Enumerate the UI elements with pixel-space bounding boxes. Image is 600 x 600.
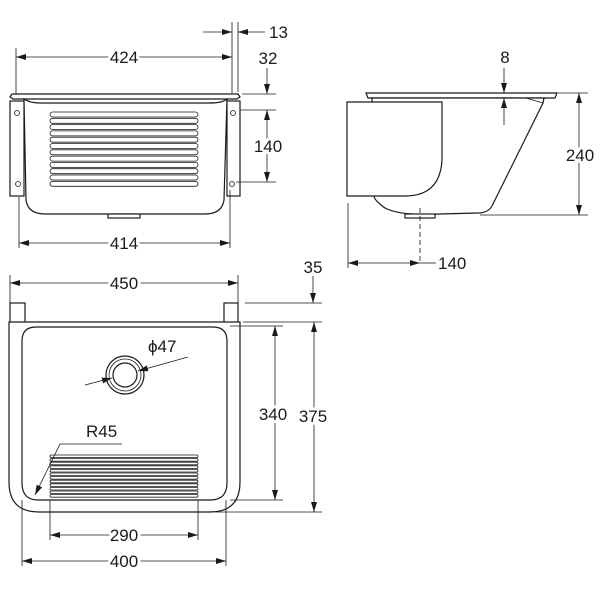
keyhole-icons <box>14 110 236 187</box>
wall-block <box>346 101 443 197</box>
dim-140-side: 140 <box>438 254 466 273</box>
grill-slot <box>49 483 199 487</box>
dim-400: 400 <box>110 552 138 571</box>
grill-slot <box>49 468 199 473</box>
drain-inner <box>112 362 138 388</box>
dim-35: 35 <box>304 258 323 277</box>
dim-140-front: 140 <box>254 137 282 156</box>
left-tab <box>9 302 26 324</box>
drain-stub <box>107 213 141 219</box>
dim-375: 375 <box>299 407 327 426</box>
grill-slot <box>49 117 199 124</box>
grill-slot <box>49 124 199 130</box>
grill-slot <box>49 149 199 156</box>
right-bracket <box>226 100 241 197</box>
top-view: ϕ47 R45 450 35 340 375 290 400 <box>8 255 330 574</box>
dim-424: 424 <box>110 48 138 67</box>
grill-slot <box>49 161 199 168</box>
grill-slot <box>49 476 199 480</box>
grill-slot <box>49 168 199 175</box>
dim-32: 32 <box>259 49 278 68</box>
top-grill <box>49 454 199 498</box>
grill-slot <box>49 143 199 149</box>
grill-slot <box>49 130 199 137</box>
dim-340: 340 <box>259 405 287 424</box>
right-tab <box>223 302 239 324</box>
grill-slot <box>49 479 199 484</box>
dim-414: 414 <box>110 234 138 253</box>
front-view: 424 13 32 140 414 <box>9 20 291 256</box>
grill-slot <box>49 180 199 187</box>
dim-450: 450 <box>110 274 138 293</box>
grill-slot <box>49 490 199 494</box>
dim-290: 290 <box>110 526 138 545</box>
grill-slot <box>49 486 199 491</box>
grill-slot <box>49 111 199 118</box>
side-view: 8 240 140 <box>346 45 597 276</box>
grill-slot <box>49 155 199 162</box>
dim-13: 13 <box>269 23 288 42</box>
grill-slot <box>49 458 199 462</box>
grill-slot <box>49 174 199 181</box>
grill-slot <box>49 494 199 498</box>
inner-basin <box>21 326 228 501</box>
grill-slot <box>49 136 199 143</box>
front-grill <box>49 111 199 187</box>
dim-r45: R45 <box>86 422 117 441</box>
rim <box>9 93 241 100</box>
grill-slot <box>49 454 199 458</box>
dim-240: 240 <box>566 146 594 165</box>
grill-slot <box>49 465 199 469</box>
grill-slot <box>49 472 199 476</box>
dim-phi47: ϕ47 <box>148 337 176 356</box>
side-rim <box>365 92 558 99</box>
left-bracket <box>9 100 25 197</box>
dim-8: 8 <box>500 48 509 67</box>
